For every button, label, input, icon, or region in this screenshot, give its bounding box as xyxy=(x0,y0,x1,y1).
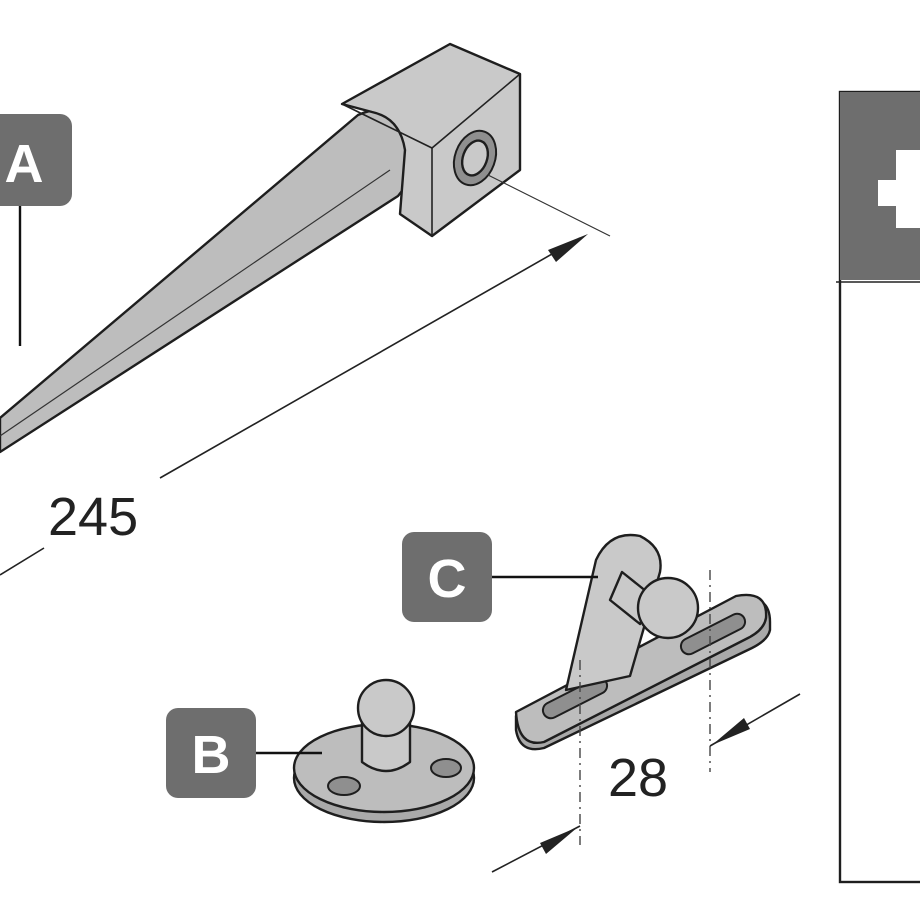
ball-stud-head xyxy=(356,678,416,738)
spacing-arrow-right xyxy=(712,718,750,745)
cylinder-highlight xyxy=(0,169,391,437)
label-c-text: C xyxy=(428,549,467,609)
end-fitting-block xyxy=(340,42,522,238)
dimension-line-lower xyxy=(0,547,45,576)
slot-hole-right xyxy=(679,612,747,656)
length-dimension: 245 xyxy=(0,174,611,576)
hole-spacing-value: 28 xyxy=(608,748,668,808)
plus-icon xyxy=(878,150,920,228)
mounting-hole-left xyxy=(327,776,361,796)
mounting-hole-right xyxy=(430,758,462,778)
label-c: C xyxy=(402,532,598,622)
extension-line-top xyxy=(487,174,611,237)
gas-spring-part-a xyxy=(0,42,522,454)
angle-bracket-part-c xyxy=(514,533,772,751)
hole-spacing-dimension: 28 xyxy=(491,570,801,873)
side-panel xyxy=(836,90,920,884)
dimension-arrowhead xyxy=(548,234,588,262)
label-b-text: B xyxy=(192,725,231,785)
label-c-box xyxy=(402,532,492,622)
bracket-upright xyxy=(564,533,662,692)
length-value: 245 xyxy=(48,487,138,547)
ball-stud-part-b xyxy=(292,678,476,824)
dimension-line-upper xyxy=(159,237,581,479)
bracket-ball-head xyxy=(636,576,700,640)
label-b-box xyxy=(166,708,256,798)
end-fitting-hole-inner xyxy=(460,139,490,177)
label-a: A xyxy=(0,114,72,346)
label-b: B xyxy=(166,708,322,798)
label-a-text: A xyxy=(5,134,44,194)
spacing-arrow-left xyxy=(540,827,578,854)
label-a-box xyxy=(0,114,72,206)
